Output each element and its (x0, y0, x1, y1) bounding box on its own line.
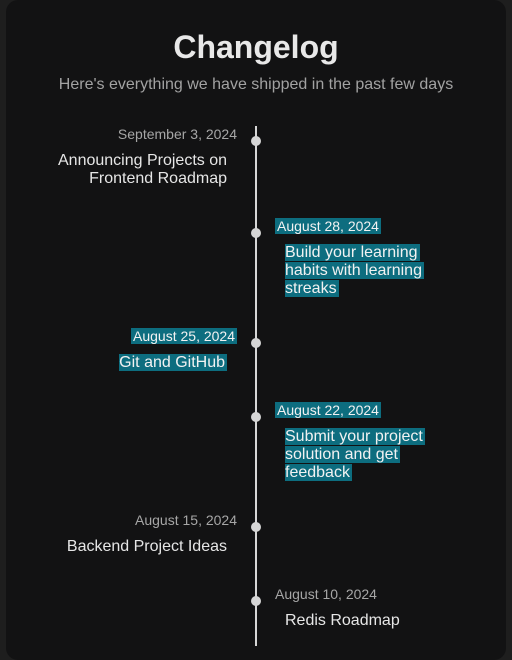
timeline-dot (251, 412, 261, 422)
entry-date: August 10, 2024 (275, 586, 377, 602)
timeline-line (255, 126, 257, 646)
entry-date: August 25, 2024 (131, 328, 237, 344)
timeline-dot (251, 136, 261, 146)
entry-title: Build your learning habits with learning… (285, 244, 424, 297)
changelog-entry-link[interactable]: Redis Roadmap (285, 612, 435, 630)
changelog-entry-link[interactable]: Announcing Projects on Frontend Roadmap (47, 152, 227, 188)
timeline-dot (251, 338, 261, 348)
changelog-entry-link[interactable]: Backend Project Ideas (67, 538, 227, 556)
page-title: Changelog (173, 29, 339, 65)
entry-title: Redis Roadmap (285, 612, 400, 629)
page-subtitle: Here's everything we have shipped in the… (58, 76, 454, 93)
changelog-entry-link[interactable]: Submit your project solution and get fee… (285, 428, 435, 482)
entry-date: August 22, 2024 (275, 402, 381, 418)
entry-date: August 15, 2024 (135, 512, 237, 528)
timeline-dot (251, 596, 261, 606)
timeline-dot (251, 522, 261, 532)
entry-title: Submit your project solution and get fee… (285, 428, 425, 481)
changelog-entry-link[interactable]: Build your learning habits with learning… (285, 244, 435, 298)
entry-title: Announcing Projects on Frontend Roadmap (58, 152, 227, 187)
entry-date: August 28, 2024 (275, 218, 381, 234)
entry-title: Backend Project Ideas (66, 538, 227, 555)
timeline-dot (251, 228, 261, 238)
entry-title: Git and GitHub (119, 354, 227, 371)
changelog-entry-link[interactable]: Git and GitHub (119, 354, 227, 372)
entry-date: September 3, 2024 (117, 126, 237, 142)
